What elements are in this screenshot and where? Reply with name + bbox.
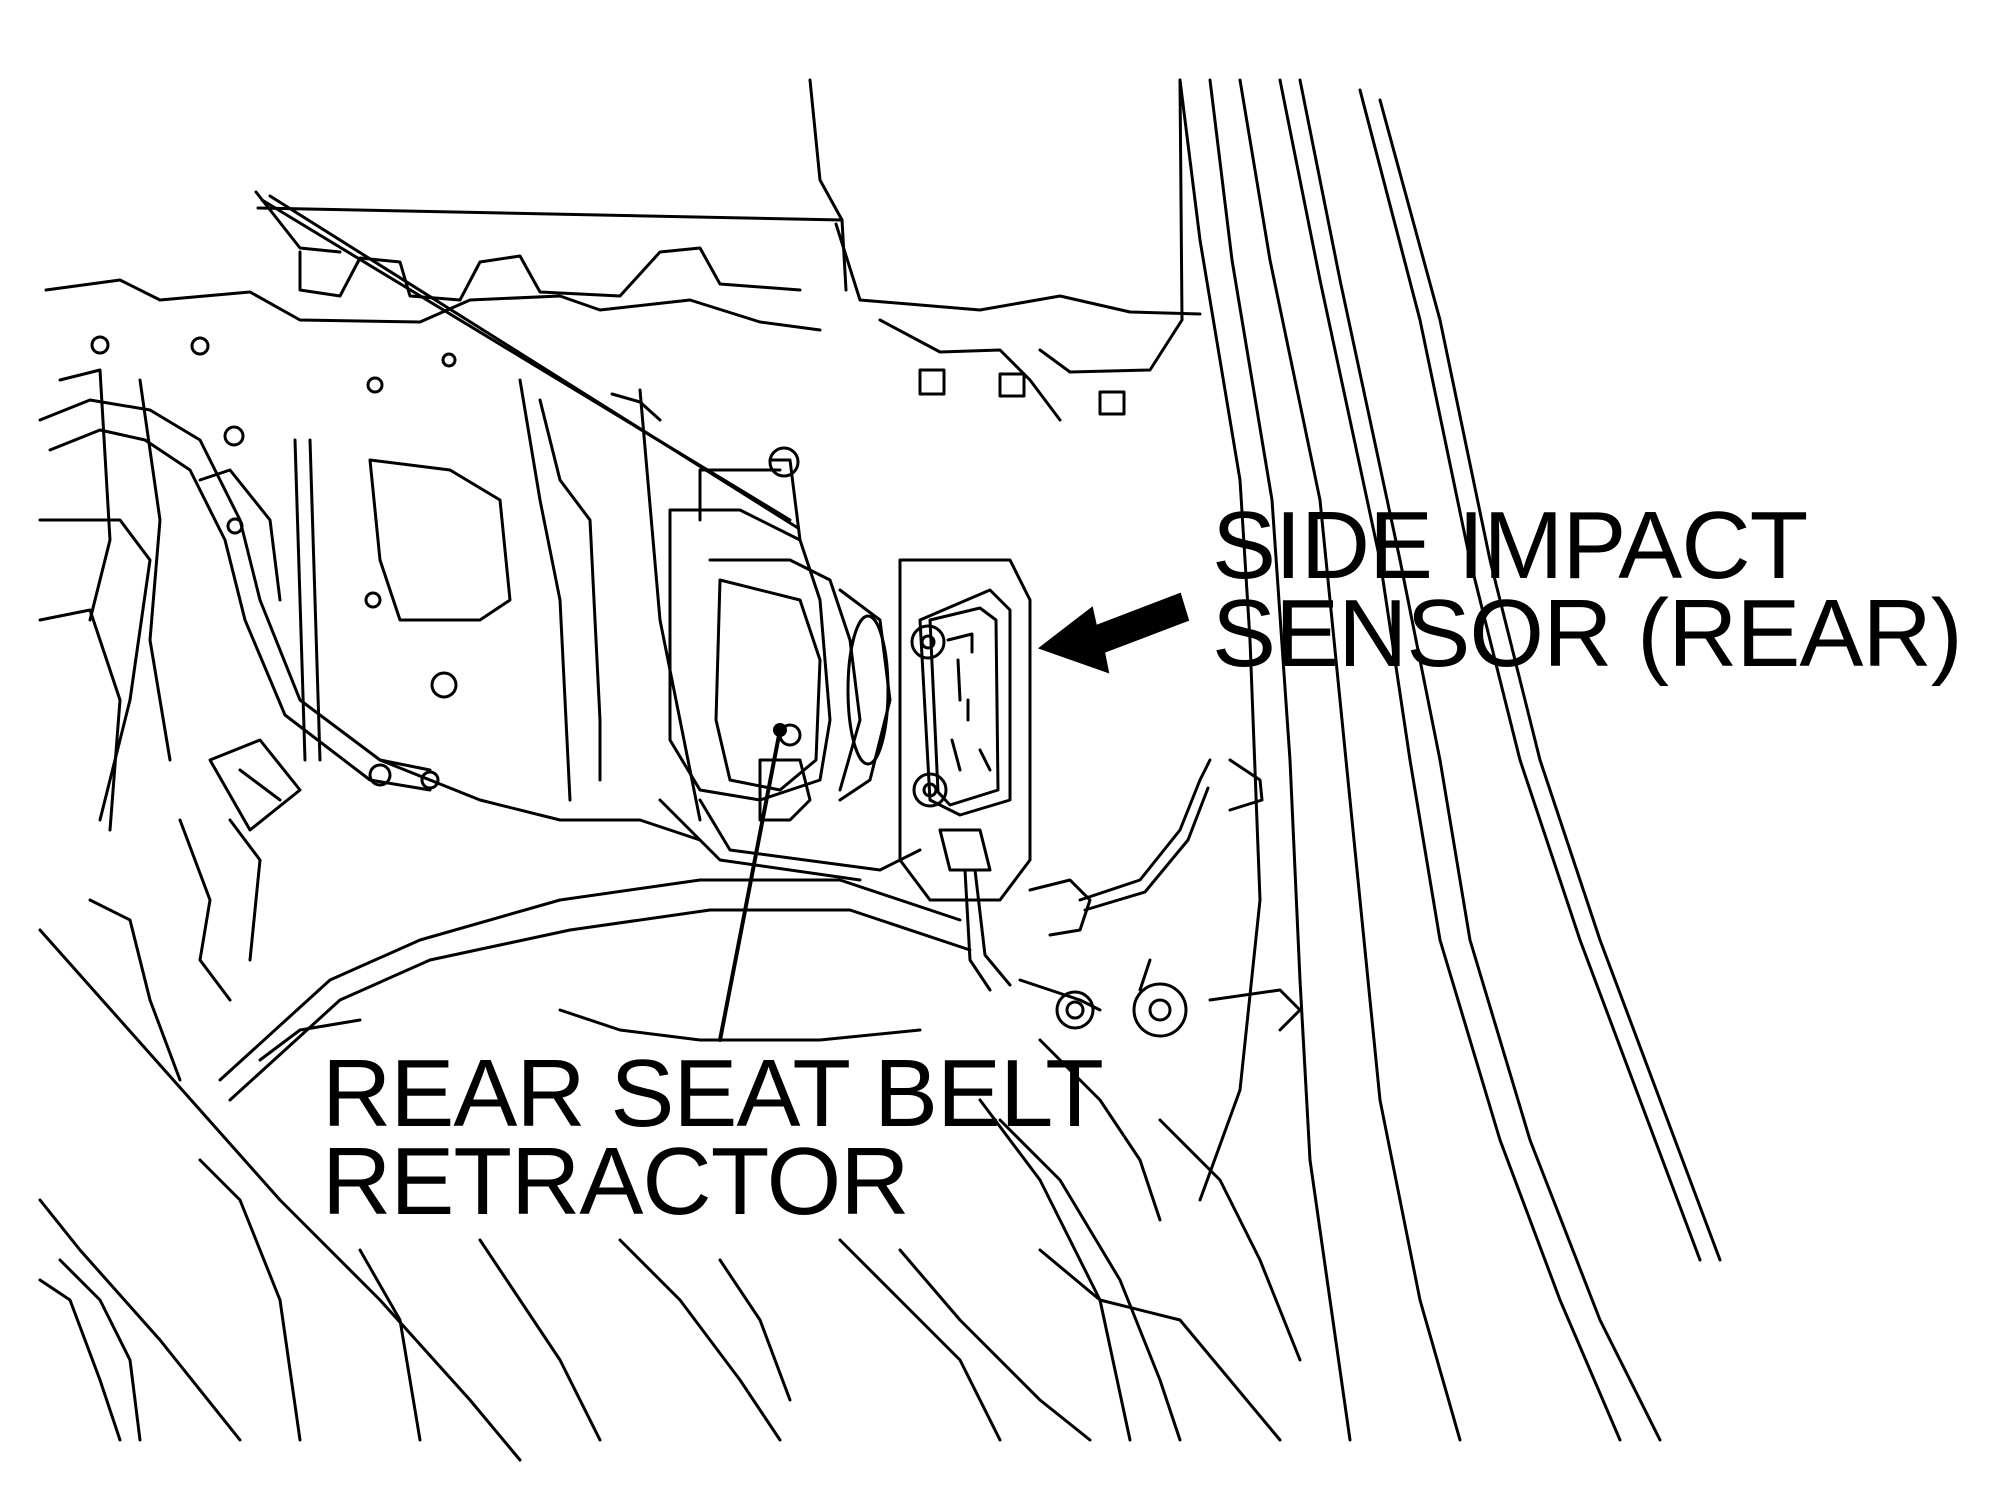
rear-seat-belt-retractor-label: REAR SEAT BELT RETRACTOR (322, 1040, 1104, 1235)
body-pillar-edge (1132, 78, 1722, 1442)
upper-trim-panel (44, 78, 1202, 530)
rear-seat-belt-retractor-label-line-1: REAR SEAT BELT (322, 1040, 1104, 1147)
side-impact-sensor-label-line-1: SIDE IMPACT (1212, 492, 1808, 599)
rear-seat-belt-retractor-label-line-2: RETRACTOR (322, 1128, 910, 1235)
floor-trim-lines (38, 878, 1302, 1462)
callout-leaders (718, 723, 787, 1042)
sensor-arrow (1037, 592, 1190, 674)
side-impact-sensor-drawing (898, 558, 1212, 1030)
side-impact-sensor-label: SIDE IMPACT SENSOR (REAR) (1212, 492, 1963, 687)
seat-belt-retractor-drawing (658, 446, 922, 882)
side-impact-sensor-label-line-2: SENSOR (REAR) (1212, 580, 1963, 687)
inner-quarter-panel (293, 378, 702, 822)
left-wiring-harness (38, 368, 702, 1082)
